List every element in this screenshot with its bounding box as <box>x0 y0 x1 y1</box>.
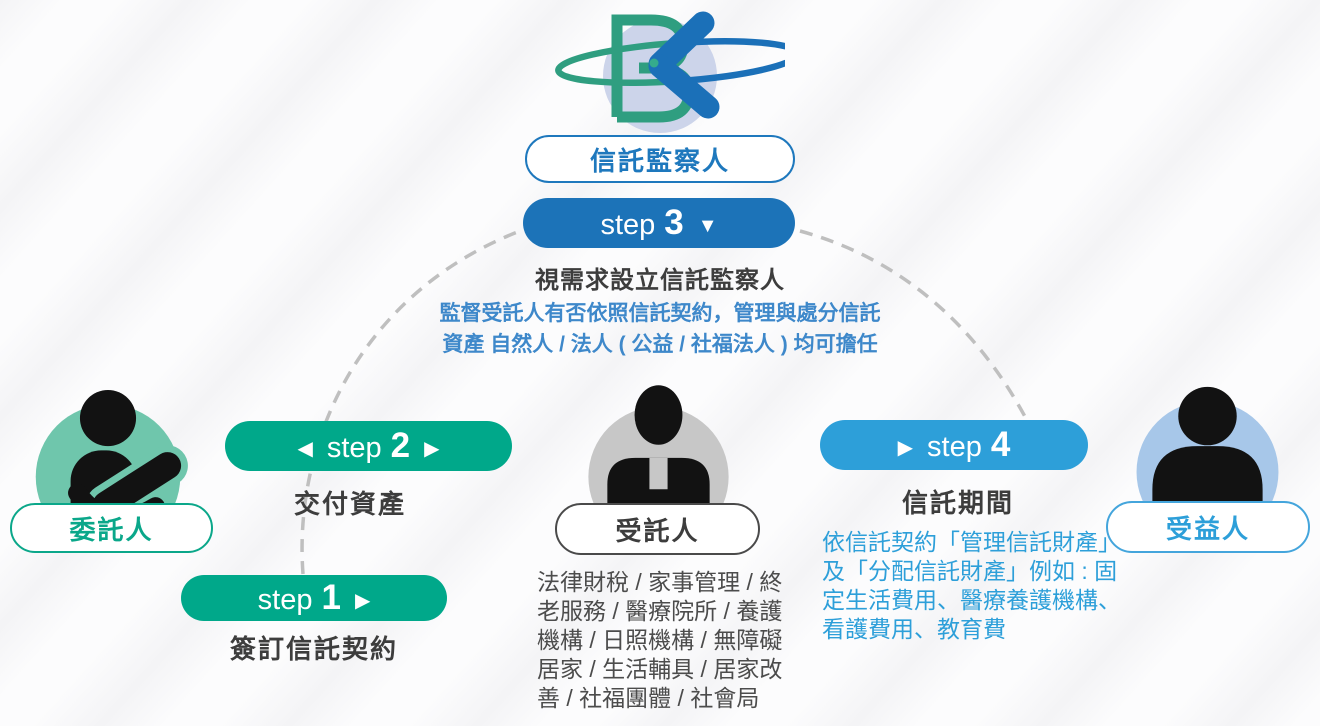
trustee-services-list: 法律財稅 / 家事管理 / 終 老服務 / 醫療院所 / 養護 機構 / 日照機… <box>537 568 843 713</box>
supervisor-pill: 信託監察人 <box>525 135 795 183</box>
step1-pill: step 1 ▶ <box>181 575 447 621</box>
beneficiary-pill: 受益人 <box>1106 501 1310 553</box>
step2-pill: ◀ step 2 ▶ <box>225 421 512 471</box>
step1-word: step <box>257 584 313 616</box>
step4-desc-line: 定生活費用、醫療養護機構、 <box>822 587 1121 613</box>
supervisor-label: 信託監察人 <box>589 145 730 176</box>
arrow-right-icon: ▶ <box>424 438 440 460</box>
bk-orbit-logo-icon <box>555 11 785 133</box>
step3-number: 3 <box>664 203 684 242</box>
step2-number: 2 <box>390 426 411 465</box>
arrow-left-icon: ◀ <box>297 438 313 460</box>
step3-pill: step 3 ▼ <box>523 198 795 248</box>
services-line: 機構 / 日照機構 / 無障礙 <box>537 627 783 653</box>
step3-description-line: 資產 自然人 / 法人 ( 公益 / 社福法人 ) 均可擔任 <box>442 333 878 356</box>
arrow-right-icon: ▶ <box>897 437 914 459</box>
step4-desc-line: 依信託契約「管理信託財產」 <box>822 529 1121 555</box>
trustee-pill: 受託人 <box>555 503 760 555</box>
step4-desc-line: 及「分配信託財產」例如 : 固 <box>822 558 1118 584</box>
services-line: 老服務 / 醫療院所 / 養護 <box>537 598 783 624</box>
step4-number: 4 <box>990 425 1011 464</box>
step3-title: 視需求設立信託監察人 <box>535 267 785 294</box>
services-line: 居家 / 生活輔具 / 居家改 <box>537 656 783 682</box>
arrow-right-icon: ▶ <box>354 590 371 612</box>
services-line: 法律財稅 / 家事管理 / 終 <box>537 569 783 595</box>
step1-caption: 簽訂信託契約 <box>229 634 398 664</box>
trustor-pill: 委託人 <box>10 503 213 553</box>
trustee-label: 受託人 <box>615 515 700 546</box>
services-line: 善 / 社福團體 / 社會局 <box>537 685 760 711</box>
step4-caption: 信託期間 <box>901 488 1014 518</box>
step1-number: 1 <box>321 578 341 617</box>
step3-word: step <box>600 209 656 241</box>
step3-description: 監督受託人有否依照信託契約，管理與處分信託 資產 自然人 / 法人 ( 公益 /… <box>420 298 900 360</box>
step4-description: 依信託契約「管理信託財產」 及「分配信託財產」例如 : 固 定生活費用、醫療養護… <box>822 528 1152 644</box>
trustor-label: 委託人 <box>69 514 154 545</box>
step2-word: step <box>326 432 382 464</box>
step2-caption: 交付資產 <box>293 489 406 519</box>
step4-desc-line: 看護費用、教育費 <box>822 616 1006 642</box>
step3-description-line: 監督受託人有否依照信託契約，管理與處分信託 <box>439 302 881 325</box>
beneficiary-label: 受益人 <box>1165 513 1250 544</box>
step4-pill: ▶ step 4 <box>820 420 1088 470</box>
arrow-down-icon: ▼ <box>697 215 718 237</box>
step4-word: step <box>927 431 982 463</box>
